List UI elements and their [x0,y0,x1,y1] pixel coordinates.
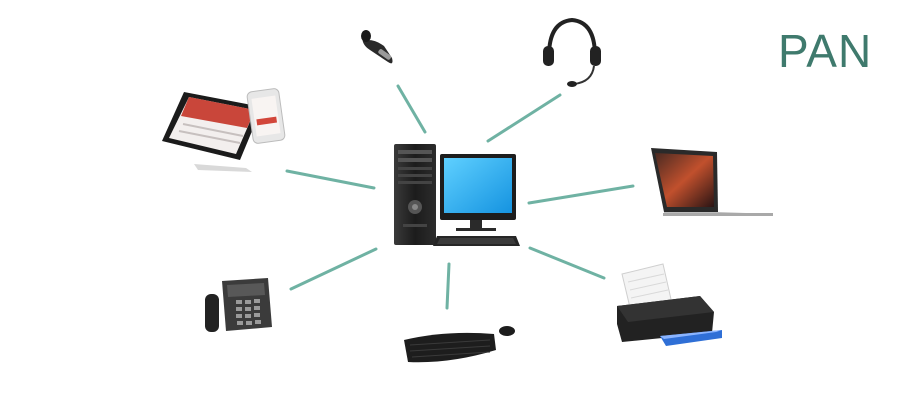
printer-icon [617,263,722,346]
link-headset [486,93,562,143]
link-desk-phone [289,247,378,291]
link-printer [528,246,606,280]
tablet-and-smartphone-icon [162,88,286,172]
headset-icon [543,17,601,87]
link-tablet-phone [285,169,376,190]
link-earpiece [396,84,427,134]
diagram-title: PAN [778,25,873,77]
link-keyboard-mouse [445,262,451,310]
link-laptop [527,184,635,205]
keyboard-and-mouse-icon [404,326,515,363]
desk-phone-icon [205,278,272,332]
bluetooth-earpiece-icon [361,30,393,64]
desktop-computer-icon [394,144,520,246]
laptop-icon [651,148,773,216]
